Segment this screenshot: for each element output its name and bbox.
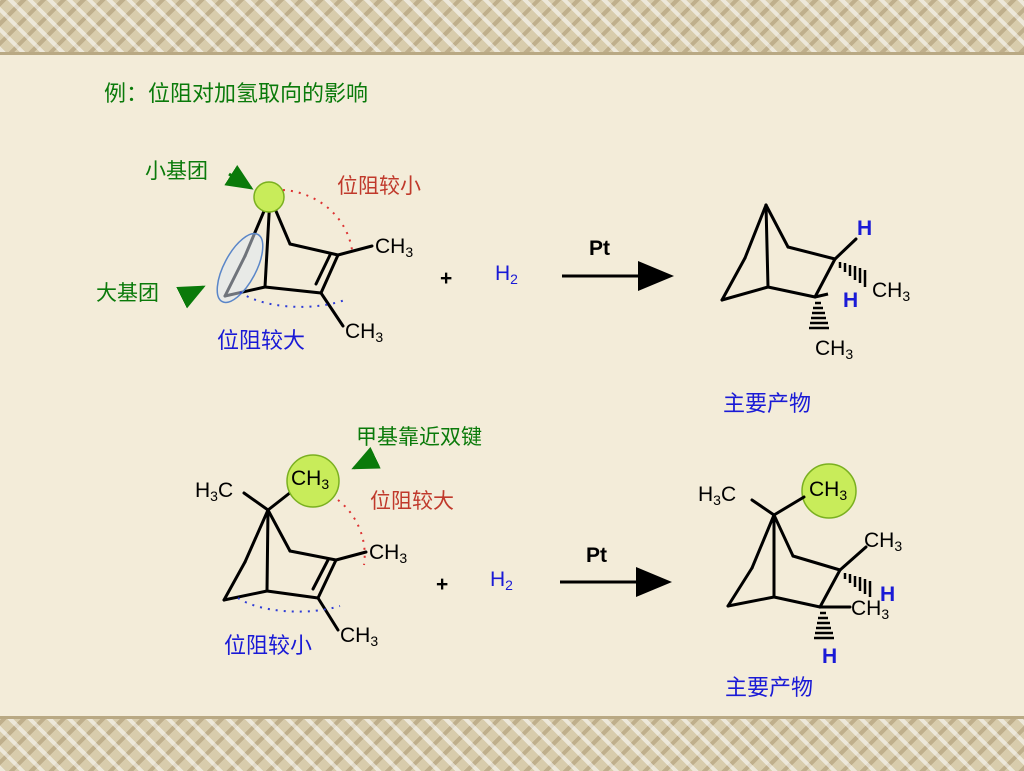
- product-1-ch3-right: CH3: [872, 279, 911, 304]
- product-2-label: 主要产物: [725, 676, 814, 701]
- product-1-hash-bond-right: [838, 262, 867, 287]
- reactant-1-ch3-bottom: CH3: [345, 320, 384, 345]
- bottom-decorative-border: [0, 716, 1024, 771]
- reactant-2-structure: [222, 490, 368, 632]
- plus-sign-1: +: [440, 267, 453, 290]
- low-hindrance-arc-2: [237, 597, 341, 613]
- product-2-structure: [726, 495, 868, 609]
- product-2-hash-bond-right: [843, 573, 872, 597]
- product-2-bridge-ch3: CH3: [809, 478, 848, 503]
- small-group-highlight: [253, 181, 285, 213]
- low-hindrance-label: 位阻较小: [337, 174, 421, 198]
- product-1-h-bond: [814, 292, 829, 299]
- product-2-methyl-highlight: [801, 463, 857, 519]
- product-2-hash-bond-down: [814, 611, 834, 640]
- reactant-2-bridge-ch3: CH3: [291, 467, 330, 492]
- slide-title: 例：位阻对加氢取向的影响: [104, 82, 369, 107]
- top-decorative-border: [0, 0, 1024, 55]
- high-hindrance-arc-2: [337, 499, 366, 566]
- bridge-methyl-highlight: [286, 454, 340, 508]
- large-group-pointer: [176, 285, 206, 309]
- high-hindrance-label: 位阻较大: [217, 329, 306, 354]
- hydrogen-2: H2: [490, 568, 513, 593]
- product-1-label: 主要产物: [723, 392, 812, 417]
- small-group-label: 小基团: [145, 159, 208, 183]
- product-2-h-mid: H: [880, 583, 896, 606]
- reactant-2-ch3-bottom: CH3: [340, 624, 379, 649]
- catalyst-1: Pt: [589, 237, 610, 260]
- plus-sign-2: +: [436, 573, 449, 596]
- low-hindrance-label-2: 位阻较小: [224, 634, 313, 659]
- product-1-h-top: H: [857, 217, 873, 240]
- large-group-highlight: [216, 232, 264, 304]
- small-group-pointer: [224, 164, 254, 190]
- product-2-h3c: H3C: [698, 483, 737, 508]
- product-1-hash-bond-down: [809, 301, 829, 330]
- product-2-ch3-mid: CH3: [851, 597, 890, 622]
- high-hindrance-label-2: 位阻较大: [370, 489, 454, 513]
- reactant-2-h3c: H3C: [195, 479, 234, 504]
- large-group-label: 大基团: [96, 281, 159, 305]
- annotation-pointer-2: [351, 446, 381, 470]
- hydrogen-1: H2: [495, 262, 518, 287]
- methyl-near-double-bond-label: 甲基靠近双键: [356, 425, 482, 449]
- product-1-structure: [720, 203, 858, 302]
- product-2-ch3-top: CH3: [864, 529, 903, 554]
- product-2-h-bottom: H: [822, 645, 838, 668]
- product-1-h-bottom: H: [843, 289, 859, 312]
- product-1-ch3-bottom: CH3: [815, 337, 854, 362]
- reactant-2-ch3-top: CH3: [369, 541, 408, 566]
- reactant-1-ch3-top: CH3: [375, 235, 414, 260]
- catalyst-2: Pt: [586, 544, 607, 567]
